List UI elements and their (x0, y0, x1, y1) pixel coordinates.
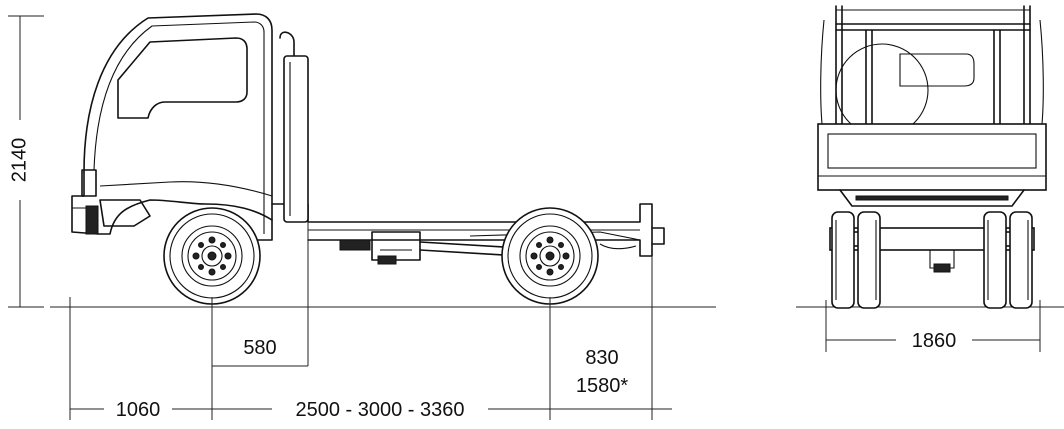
rear-view-dimensions: 1860 (825, 300, 1041, 352)
wheelbase-label: 2500 - 3000 - 3360 (295, 399, 464, 421)
rear-wheel (501, 207, 599, 305)
chassis-frame (271, 203, 665, 257)
headboard (279, 31, 309, 223)
front-bumper-block (85, 205, 99, 235)
front-overhang-label: 1060 (116, 399, 161, 421)
front-wheel (163, 207, 261, 305)
rear-bumper (829, 227, 1035, 251)
rear-tyres-right (983, 211, 1033, 309)
tailgate (817, 123, 1047, 191)
rear-view-truck (796, 5, 1064, 309)
spare-wheel (835, 43, 929, 137)
cab (71, 13, 273, 241)
side-view-dimensions: 2140 580 1060 2500 - 3000 - 3360 830 158… (8, 15, 672, 421)
track-width-label: 1860 (912, 330, 957, 352)
rear-tyres-left (831, 211, 881, 309)
drivetrain (339, 231, 641, 265)
rear-overhang-long-label: 1580* (576, 375, 628, 397)
side-view-truck (50, 13, 716, 308)
overall-height-label: 2140 (8, 138, 30, 183)
cab-to-body-label: 580 (243, 337, 276, 359)
rear-overhang-label: 830 (585, 347, 618, 369)
